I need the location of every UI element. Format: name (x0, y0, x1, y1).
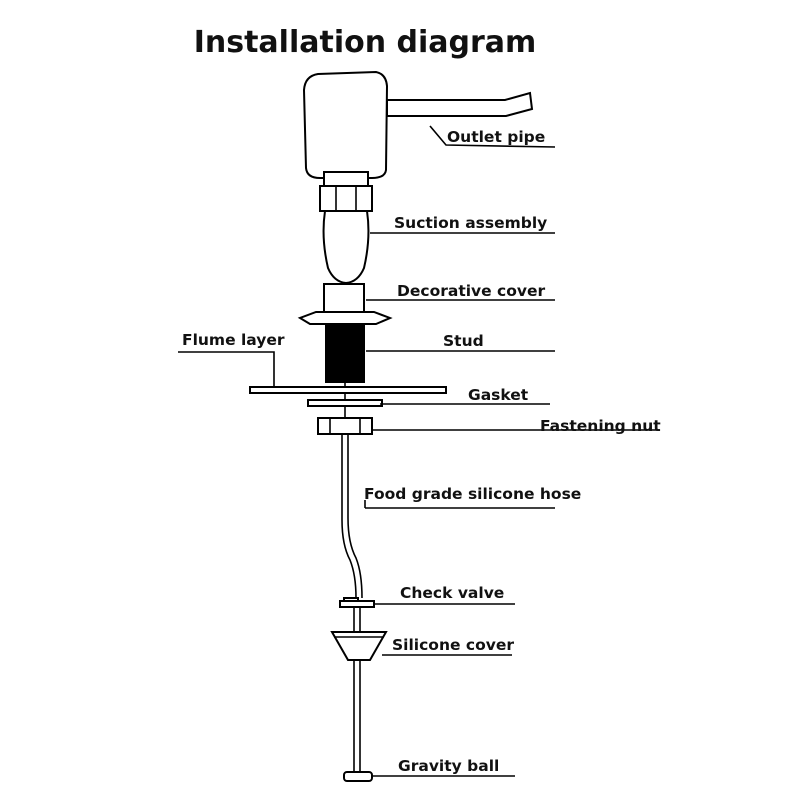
label-gravity-ball: Gravity ball (398, 757, 499, 775)
label-gasket: Gasket (468, 386, 529, 404)
diagram-title: Installation diagram (194, 25, 537, 60)
label-silicone-cover: Silicone cover (392, 636, 514, 654)
label-check-valve: Check valve (400, 584, 504, 602)
gravity-ball (343, 771, 373, 782)
flume-layer (249, 386, 447, 394)
label-decorative-cover: Decorative cover (397, 282, 546, 300)
suction-assembly (319, 171, 373, 285)
silicone-cover (330, 631, 388, 661)
check-valve (339, 597, 375, 632)
outlet-pipe (386, 91, 534, 117)
pump-head (302, 70, 389, 179)
label-outlet-pipe: Outlet pipe (447, 128, 545, 146)
stud (325, 323, 365, 430)
gasket (307, 399, 383, 407)
leader-lines (178, 125, 660, 777)
label-fastening-nut: Fastening nut (540, 417, 661, 435)
fastening-nut (317, 417, 373, 435)
label-suction-assembly: Suction assembly (394, 214, 547, 232)
leader-outlet-pipe (429, 125, 556, 148)
label-flume-layer: Flume layer (182, 331, 285, 349)
decorative-cover (297, 283, 393, 325)
label-stud: Stud (443, 332, 484, 350)
suction-tube (353, 660, 361, 772)
label-silicone-hose: Food grade silicone hose (364, 485, 581, 503)
leader-flume-layer (178, 351, 275, 388)
silicone-hose (341, 434, 363, 599)
